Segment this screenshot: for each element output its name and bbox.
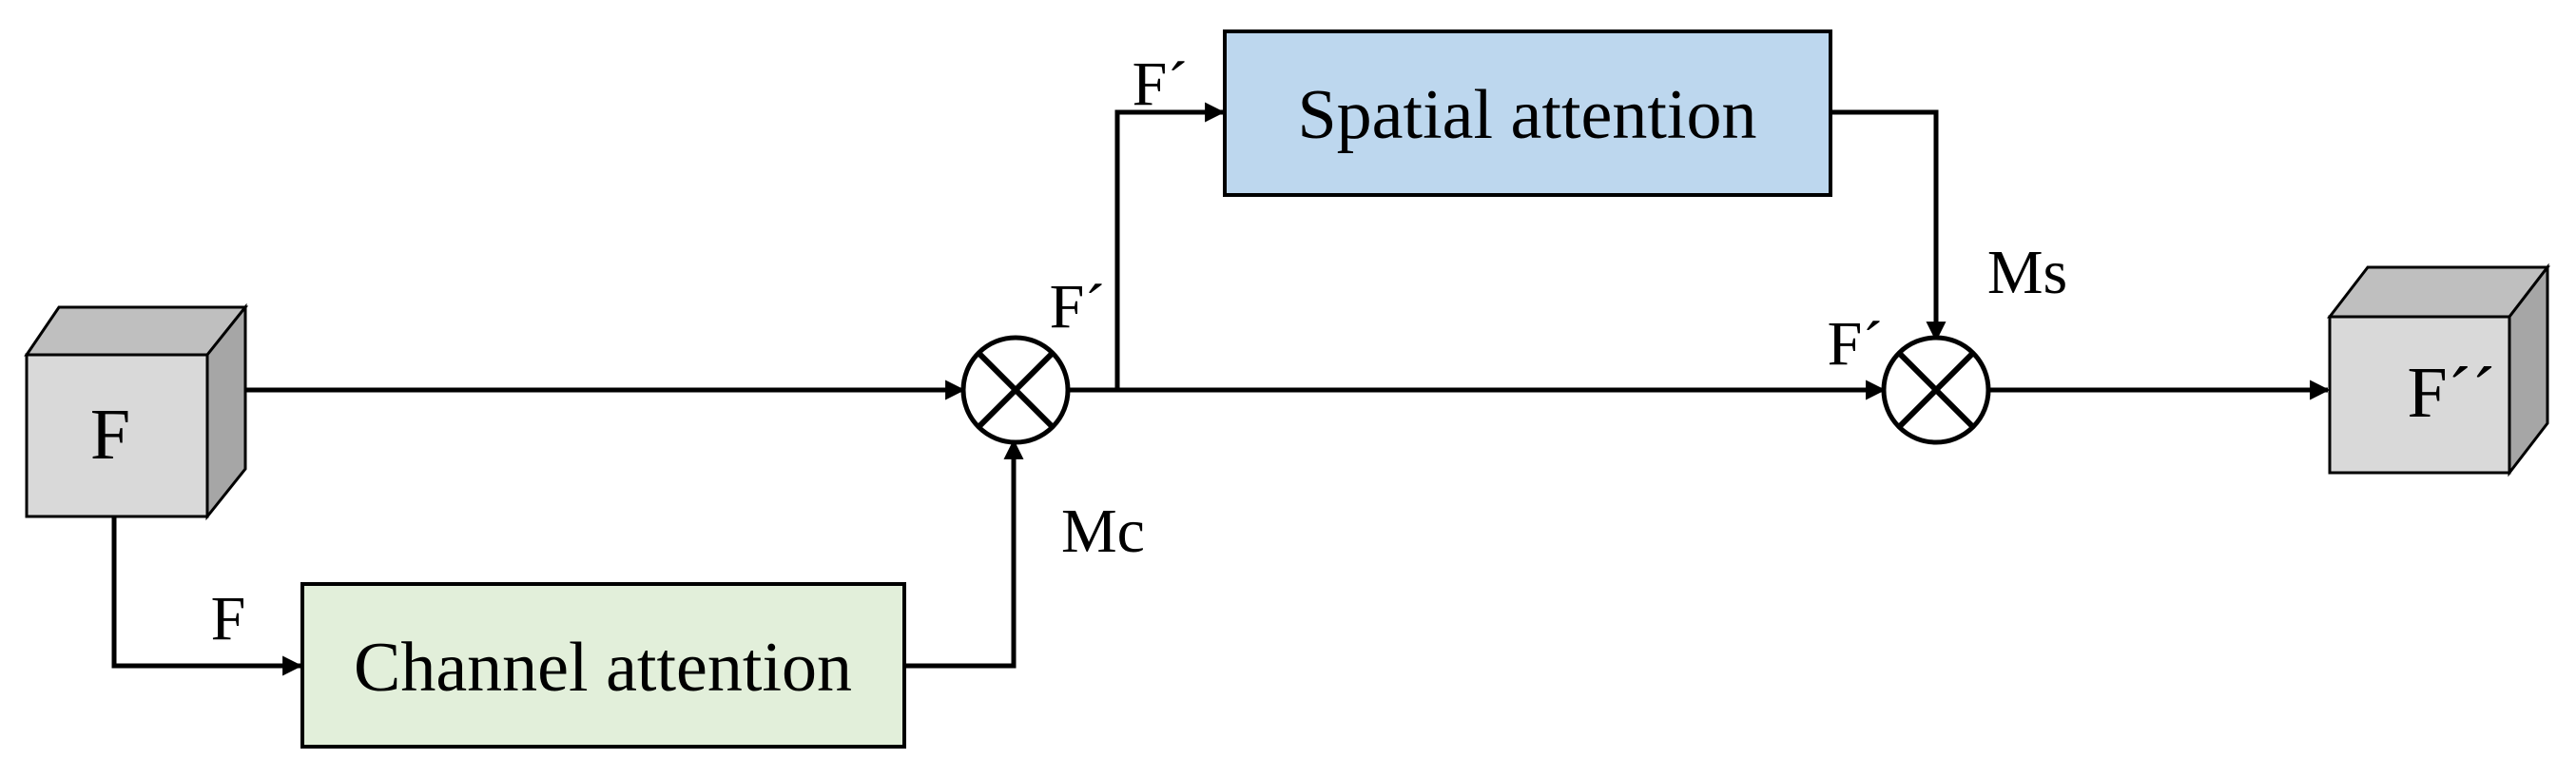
output-feature-cube: F´´ (2326, 263, 2551, 477)
channel-attention-label: Channel attention (354, 629, 852, 707)
input-feature-label: F (90, 395, 130, 475)
edge-label-to-spatial: F´ (1133, 49, 1189, 119)
spatial-attention-label: Spatial attention (1298, 76, 1757, 154)
output-feature-label: F´´ (2408, 353, 2496, 433)
input-cube-front (25, 353, 209, 518)
input-feature-cube: F (24, 302, 249, 521)
edge-label-to-multiply2: F´ (1828, 309, 1884, 379)
edge-label-input-to-channel: F (211, 584, 246, 653)
edge-input-to-channel-attention (111, 516, 303, 676)
edge-spatial-map-to-multiply2 (1830, 109, 1947, 342)
edge-label-channel-map: Mc (1061, 497, 1145, 566)
multiply-icon (1881, 335, 1991, 445)
edge-refined-to-spatial-attention (1114, 102, 1226, 390)
spatial-attention-box (1223, 29, 1832, 197)
multiply-icon (960, 335, 1071, 445)
edge-label-spatial-map: Ms (1987, 238, 2067, 307)
channel-attention-block: Channel attention (300, 582, 906, 749)
spatial-attention-block: Spatial attention (1223, 29, 1832, 197)
edge-label-multiply1-output: F´ (1050, 272, 1106, 341)
edge-channel-map-to-multiply1 (904, 438, 1024, 669)
